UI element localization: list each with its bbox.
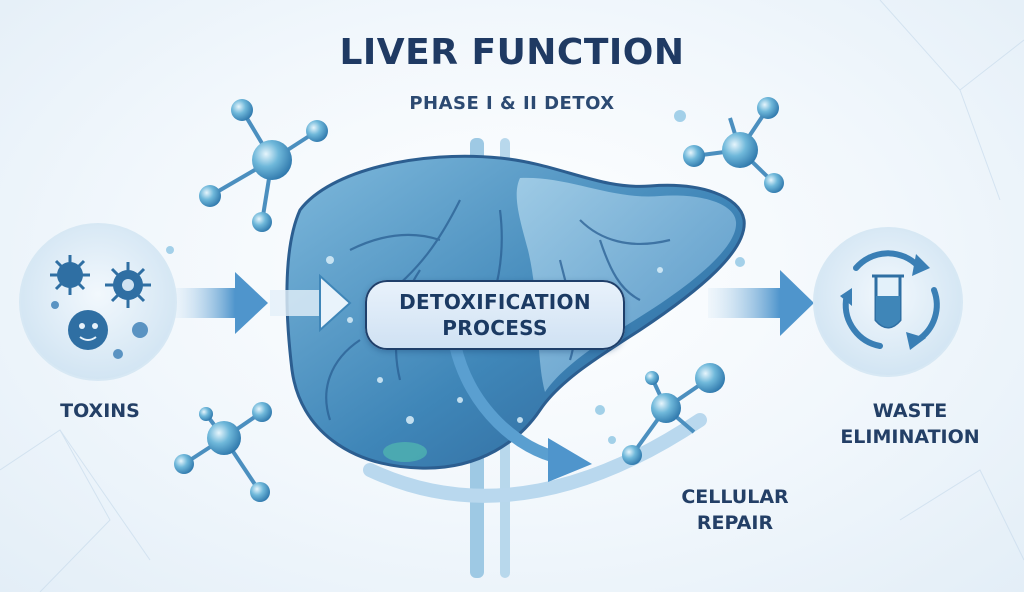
diagram-subtitle: PHASE I & II DETOX xyxy=(409,93,615,114)
test-tube-icon xyxy=(872,274,904,329)
repair-label-line2: REPAIR xyxy=(696,512,774,534)
molecule-icon-bottom-left xyxy=(174,402,272,502)
repair-label-line1: CELLULAR xyxy=(681,486,789,508)
toxins-circle xyxy=(19,223,177,381)
waste-label-line2: ELIMINATION xyxy=(840,426,980,448)
floating-dots xyxy=(166,110,745,444)
diagram-title: LIVER FUNCTION xyxy=(339,32,685,73)
cellular-repair-label: CELLULAR REPAIR xyxy=(650,484,820,536)
arrow-curve-repair xyxy=(449,339,592,482)
detoxification-process-label: DETOXIFICATION PROCESS xyxy=(365,280,625,350)
flow-arc xyxy=(363,413,707,503)
arrow-right-icon-output xyxy=(708,270,814,336)
bacteria-icon xyxy=(105,262,151,308)
molecule-icon-top-right xyxy=(683,97,784,193)
virus-icon xyxy=(50,255,90,295)
center-label-line2: PROCESS xyxy=(442,316,548,340)
center-label-line1: DETOXIFICATION xyxy=(399,290,591,314)
waste-circle xyxy=(813,227,963,377)
waste-label-line1: WASTE xyxy=(872,400,948,422)
molecule-icon-top-left xyxy=(199,99,328,232)
recycle-arrows-icon xyxy=(842,250,940,349)
waste-elimination-label: WASTE ELIMINATION xyxy=(820,398,1000,450)
molecule-icon-bottom-right xyxy=(622,363,725,465)
germ-face-icon xyxy=(68,310,108,350)
arrow-right-icon-input xyxy=(175,272,352,334)
toxins-label: TOXINS xyxy=(60,400,140,422)
